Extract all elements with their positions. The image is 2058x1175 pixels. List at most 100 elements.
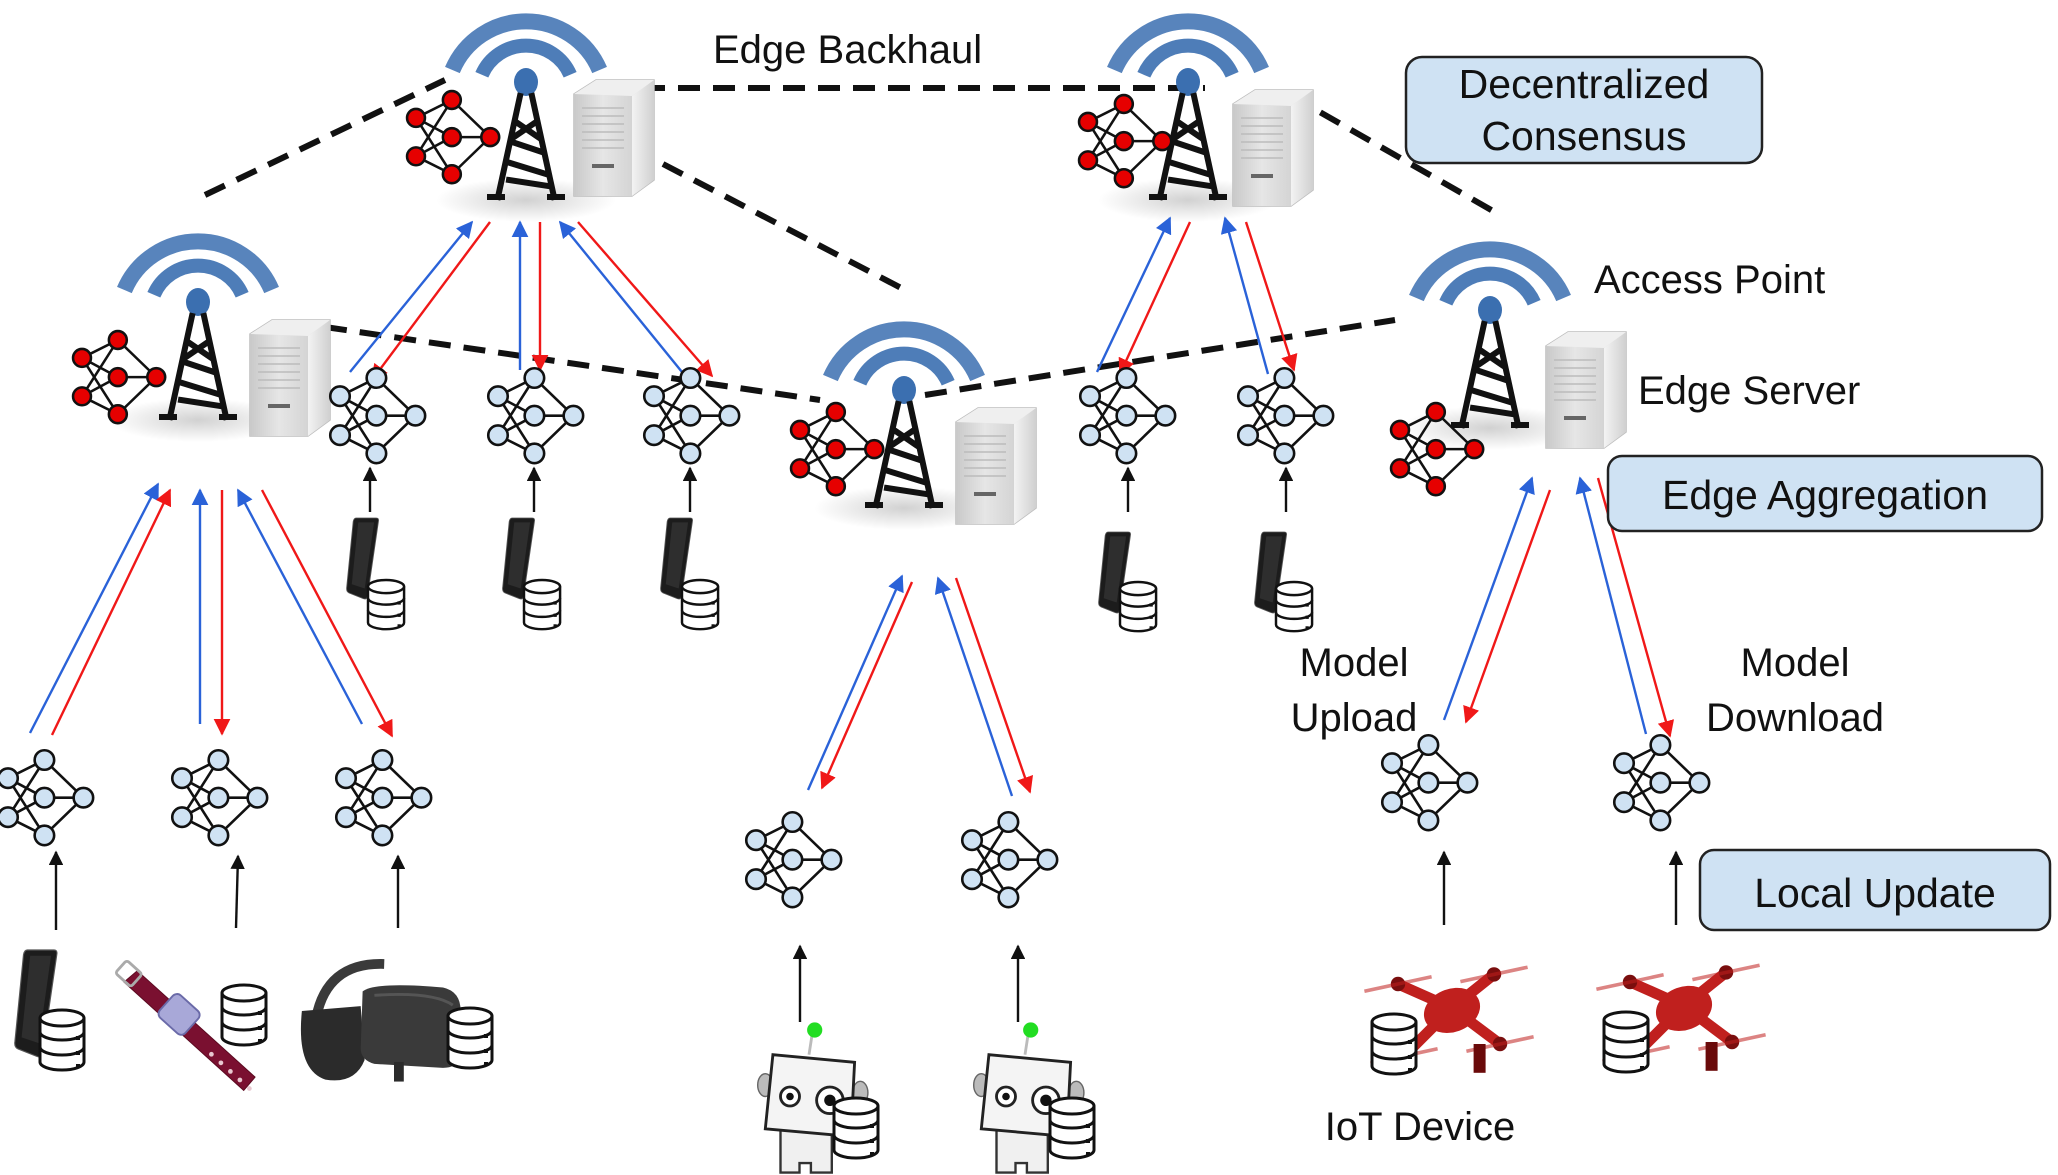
watch-band <box>123 970 256 1092</box>
nn-node <box>997 886 1020 909</box>
nn-node <box>1389 419 1411 441</box>
smartphone-screen <box>1103 536 1127 603</box>
database-icon <box>1048 1096 1096 1160</box>
nn-node <box>679 442 702 465</box>
device-smartphone <box>346 517 406 631</box>
edge-backhaul-link <box>924 317 1396 398</box>
db-ring <box>1602 1048 1650 1059</box>
smartphone-icon <box>502 517 535 600</box>
nn-edge <box>80 339 119 398</box>
nn-edge <box>1398 411 1437 470</box>
nn-node <box>1113 167 1135 189</box>
nn-node <box>1425 475 1447 497</box>
nn-edge <box>1088 377 1128 436</box>
robot-body <box>779 1123 833 1174</box>
model-download-arrow <box>370 221 491 382</box>
db-ring <box>522 597 562 606</box>
smartphone-icon <box>14 949 58 1058</box>
local-models <box>0 366 1711 909</box>
db-led <box>1305 615 1309 619</box>
local-model-icon <box>1236 366 1335 465</box>
db-ring <box>366 597 406 606</box>
signal-wave-icon <box>1137 38 1239 78</box>
decentralized-consensus-line1: Decentralized <box>1459 61 1710 107</box>
local-model-icon <box>1612 733 1711 832</box>
nn-node <box>365 442 388 465</box>
nn-edge <box>1622 744 1662 803</box>
model-upload-arrow <box>1575 476 1648 735</box>
iot-device-label: IoT Device <box>1325 1105 1515 1149</box>
signal-wave-icon <box>823 321 985 382</box>
db-body <box>1370 1022 1418 1076</box>
db-led <box>1149 615 1153 619</box>
nn-node <box>328 424 352 447</box>
server-side <box>1604 332 1626 448</box>
db-top <box>522 578 562 595</box>
edge-site-center <box>789 321 1037 530</box>
server-side <box>632 80 654 196</box>
local-update-text: Local Update <box>1754 870 1996 916</box>
db-led <box>870 1139 874 1143</box>
nn-node <box>207 824 230 847</box>
nn-node <box>789 458 811 479</box>
nn-node <box>0 806 20 829</box>
database-icon <box>446 1006 494 1070</box>
db-led <box>484 1034 488 1038</box>
antenna-tip <box>1176 68 1200 96</box>
nn-node <box>207 748 230 772</box>
server-drive <box>974 492 996 496</box>
server-top <box>574 80 654 96</box>
db-ring <box>446 1044 494 1055</box>
vr-strap <box>310 959 385 1022</box>
smartphone-screen <box>351 522 375 589</box>
local-model-icon <box>1380 733 1479 832</box>
db-ring <box>366 610 406 619</box>
db-led <box>553 601 557 605</box>
smartwatch-icon <box>115 959 256 1092</box>
db-ring <box>522 610 562 619</box>
nn-node <box>371 748 394 772</box>
global-model-icon <box>405 89 501 185</box>
nn-node <box>405 146 427 167</box>
access-point-tower-icon <box>1400 241 1580 450</box>
nn-node <box>145 366 167 388</box>
signal-wave-icon <box>1409 241 1571 302</box>
db-led <box>258 1026 262 1030</box>
db-led <box>1408 1055 1412 1059</box>
robot-pupil <box>824 1094 836 1106</box>
edge-backhaul-link <box>1288 92 1502 218</box>
nn-edge <box>652 377 692 436</box>
model-exchange-arrows <box>28 216 1684 1022</box>
db-led <box>711 613 715 617</box>
db-top <box>832 1096 880 1116</box>
db-ring <box>38 1046 86 1057</box>
vr-highlight <box>374 992 454 1007</box>
nn-node <box>1036 848 1059 871</box>
db-ring <box>1048 1134 1096 1145</box>
nn-node <box>825 438 847 460</box>
server-side <box>1291 90 1313 206</box>
access-point-label: Access Point <box>1594 258 1825 302</box>
nn-node <box>33 824 56 847</box>
database-icon <box>1602 1010 1650 1074</box>
nn-edge <box>798 411 837 470</box>
db-led <box>397 624 401 628</box>
signal-wave-icon <box>1439 266 1541 306</box>
model-upload-arrow <box>236 488 364 725</box>
drone-propeller <box>1596 973 1664 991</box>
database-icon <box>38 1008 86 1072</box>
nn-node <box>1649 771 1672 794</box>
local-model-icon <box>642 366 741 465</box>
server-top <box>956 408 1036 424</box>
model-upload-label-line2: Upload <box>1291 696 1418 740</box>
db-led <box>1149 626 1153 630</box>
db-ring <box>680 610 720 619</box>
nn-node <box>334 806 358 829</box>
nn-edge <box>970 821 1010 880</box>
nn-node <box>1113 130 1135 152</box>
server-front <box>956 422 1014 524</box>
model-upload-arrow <box>1220 216 1270 375</box>
db-led <box>1640 1038 1644 1042</box>
nn-node <box>863 438 885 460</box>
tower-icon <box>1149 92 1227 201</box>
